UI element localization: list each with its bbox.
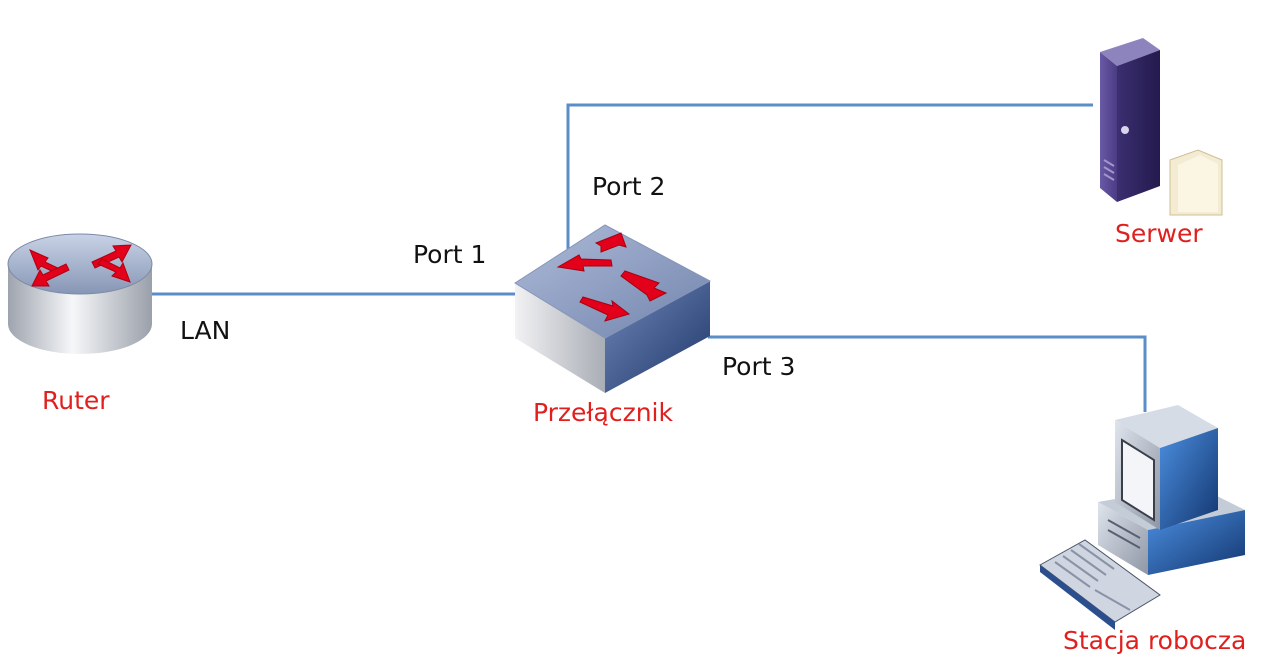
router-label: Ruter [42,386,110,415]
workstation-link [708,335,1147,412]
server-link [566,103,1093,250]
lan-label: LAN [180,316,231,345]
router-icon [7,233,153,354]
port3-label: Port 3 [722,352,796,381]
port2-label: Port 2 [592,172,666,201]
workstation-label: Stacja robocza [1063,626,1247,655]
switch-icon [514,224,712,393]
switch-label: Przełącznik [533,398,673,427]
port1-label: Port 1 [413,240,487,269]
server-label: Serwer [1115,219,1203,248]
server-icon [1100,38,1223,216]
workstation-icon [1039,405,1245,630]
